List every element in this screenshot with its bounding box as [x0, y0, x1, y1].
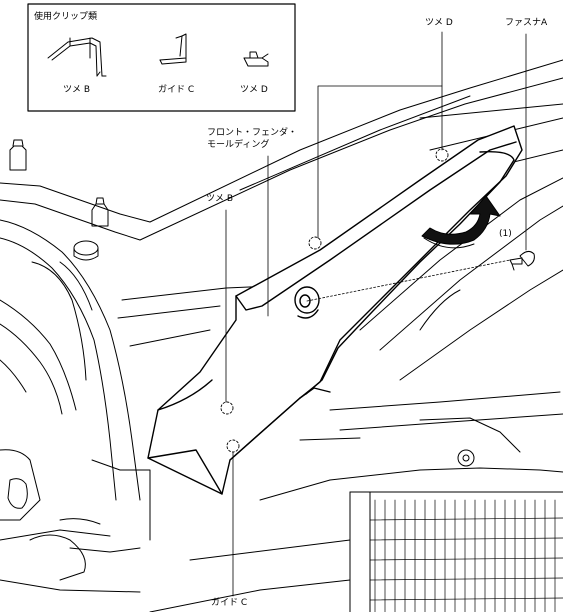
label-molding-line1: フロント・フェンダ・ [207, 128, 298, 138]
tab-d-illustration [243, 51, 269, 67]
alignment-dashed-line [306, 259, 511, 302]
tab-d-marker-1 [435, 148, 449, 162]
radiator-fins [369, 499, 563, 612]
lower-right-structure [149, 177, 563, 612]
label-step-1: (1) [499, 229, 512, 239]
tab-d-marker-2 [308, 236, 322, 250]
clip-inset [27, 3, 296, 112]
frame-structure [0, 59, 563, 593]
removal-arrow [421, 195, 501, 249]
label-tab-b: ツメ B [206, 194, 234, 204]
inset-label-tab-b: ツメ B [63, 85, 91, 95]
label-fastener-a: ファスナA [505, 18, 548, 28]
label-guide-c: ガイド C [211, 598, 248, 608]
inset-label-tab-d: ツメ D [240, 85, 268, 95]
label-molding-line2: モールディング [207, 140, 270, 150]
tab-b-clip-illustration [47, 37, 107, 77]
front-fender-molding [147, 125, 523, 495]
tab-b-marker [220, 401, 234, 415]
label-tab-d: ツメ D [425, 18, 453, 28]
inset-label-guide-c: ガイド C [158, 85, 195, 95]
inset-title: 使用クリップ類 [34, 12, 98, 22]
guide-c-illustration [159, 33, 187, 65]
fastener-a-part [509, 250, 535, 271]
leader-lines [225, 31, 527, 597]
